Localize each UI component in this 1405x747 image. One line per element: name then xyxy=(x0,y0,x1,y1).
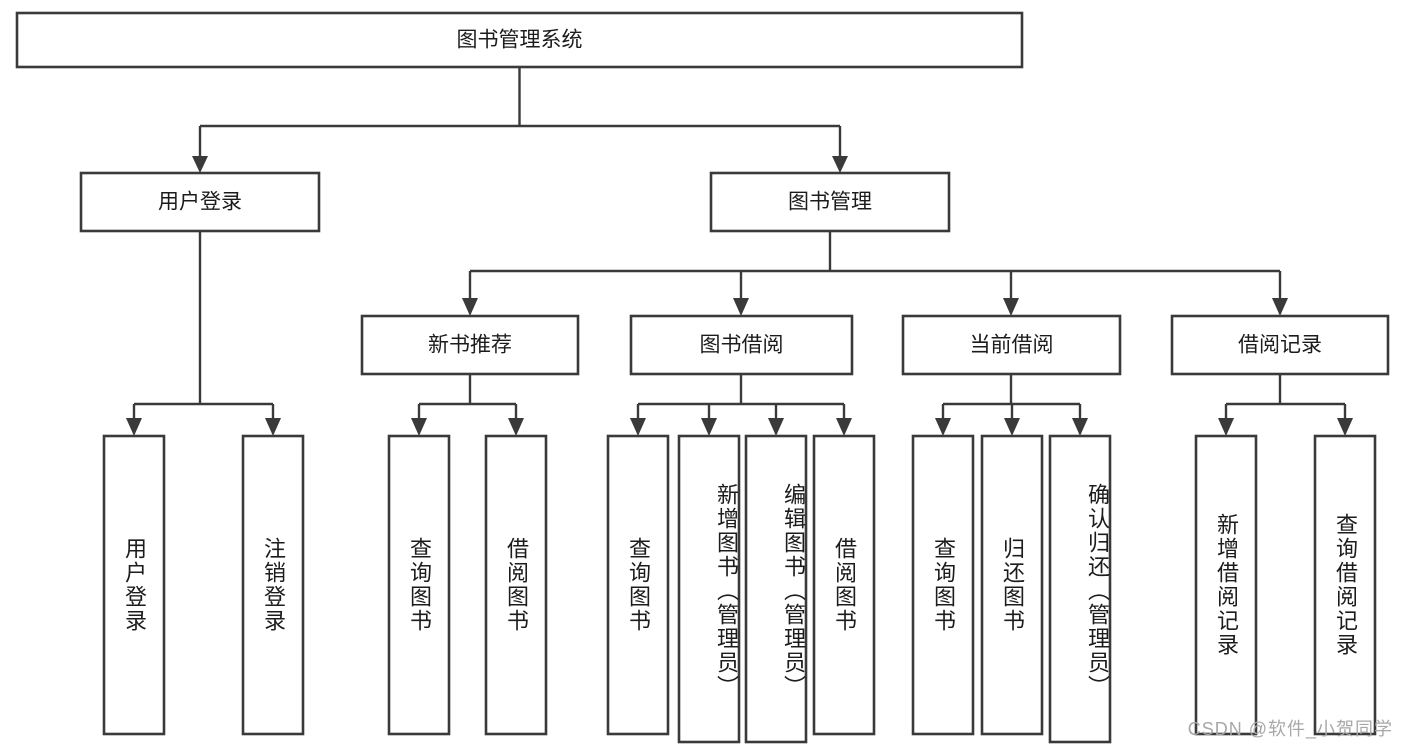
node-book-manage[interactable]: 图书管理 xyxy=(709,171,951,233)
node-root-title[interactable]: 图书管理系统 xyxy=(15,11,1024,69)
node-borrow-record-label: 借阅记录 xyxy=(1238,334,1322,357)
node-root-title-label: 图书管理系统 xyxy=(457,29,583,52)
node-leaf-user-logout[interactable] xyxy=(241,434,305,736)
node-leaf-query-record[interactable] xyxy=(1313,434,1377,736)
connector-group-borrow-record xyxy=(1218,374,1353,436)
node-user-login-label: 用户登录 xyxy=(158,191,242,214)
node-leaf-return-book[interactable] xyxy=(980,434,1044,736)
node-leaf-query-book-2[interactable] xyxy=(606,434,670,736)
node-leaf-confirm-return[interactable] xyxy=(1048,434,1112,744)
node-book-borrow-label: 图书借阅 xyxy=(700,334,784,357)
node-leaf-add-record[interactable] xyxy=(1194,434,1258,736)
node-leaf-user-login[interactable] xyxy=(102,434,166,736)
node-leaf-query-book-1[interactable] xyxy=(387,434,451,736)
node-leaf-borrow-book-2[interactable] xyxy=(812,434,876,736)
node-current-borrow[interactable]: 当前借阅 xyxy=(901,314,1122,376)
node-new-book-recommend-label: 新书推荐 xyxy=(428,334,512,357)
node-leaf-query-book-3[interactable] xyxy=(911,434,975,736)
node-borrow-record[interactable]: 借阅记录 xyxy=(1170,314,1390,376)
connector-group-current-borrow xyxy=(935,374,1088,436)
node-leaf-add-book[interactable] xyxy=(677,434,741,744)
connector-group-book-manage xyxy=(462,231,1288,316)
csdn-watermark: CSDN @软件_小贺同学 xyxy=(1187,719,1393,739)
node-leaf-borrow-book-1[interactable] xyxy=(484,434,548,736)
node-book-borrow[interactable]: 图书借阅 xyxy=(629,314,854,376)
connector-group-book-borrow xyxy=(630,374,852,436)
node-new-book-recommend[interactable]: 新书推荐 xyxy=(360,314,580,376)
connector-group-new-book-recommend xyxy=(411,374,524,436)
node-user-login[interactable]: 用户登录 xyxy=(79,171,321,233)
node-book-manage-label: 图书管理 xyxy=(788,191,872,214)
connector-group-user-login xyxy=(126,231,281,436)
node-leaf-edit-book[interactable] xyxy=(744,434,808,744)
connector-group-root xyxy=(192,67,848,173)
node-current-borrow-label: 当前借阅 xyxy=(970,334,1054,357)
